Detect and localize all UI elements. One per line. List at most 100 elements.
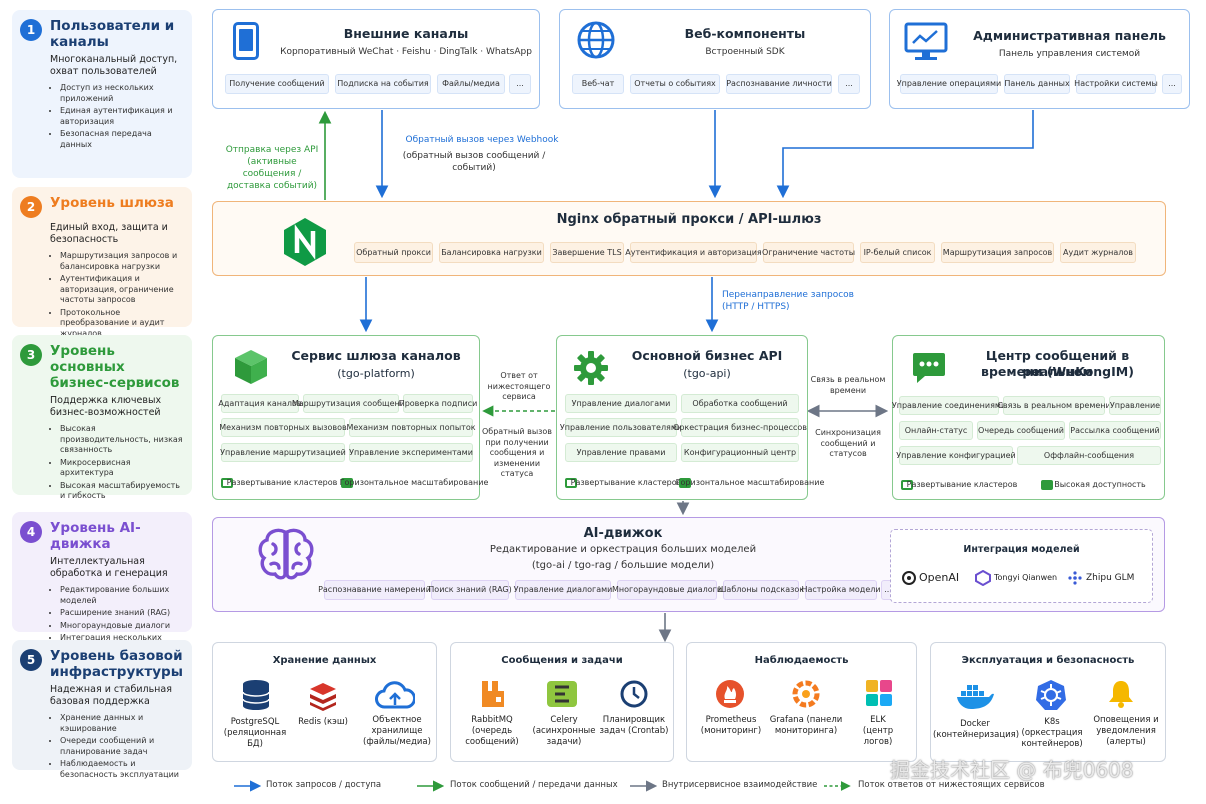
- nginx-icon: [284, 218, 326, 266]
- layer-bullet: Протокольное преобразование и аудит журн…: [60, 308, 184, 340]
- chip: Завершение TLS: [550, 242, 624, 263]
- chat-bubble-icon: [913, 353, 945, 383]
- infra-title: Эксплуатация и безопасность: [961, 655, 1135, 666]
- bell-icon: [1109, 681, 1133, 708]
- chip: Связь в реальном времени: [997, 396, 1111, 415]
- platform-foot-scale: Горизонтальное масштабирование: [339, 478, 489, 487]
- chip: Оффлайн-сообщения: [1017, 446, 1161, 465]
- infra-item: Docker (контейнеризация): [933, 719, 1020, 740]
- chip: Настройка модели: [801, 580, 881, 600]
- chip: Управление операциями: [897, 74, 1001, 94]
- layer-bullet: Многораундовые диалоги: [60, 621, 184, 632]
- platform-sub: (tgo-platform): [337, 367, 415, 380]
- chip: Шаблоны подсказок: [718, 580, 804, 600]
- chip: Аутентификация и авторизация: [625, 242, 762, 263]
- docker-icon: [957, 685, 994, 709]
- zhipu-icon: [1068, 571, 1082, 585]
- chip: Обработка сообщений: [681, 394, 799, 413]
- infra-item: PostgreSQL (реляционная БД): [223, 717, 287, 749]
- infra-title: Хранение данных: [272, 655, 377, 666]
- legend-lines: [234, 780, 851, 792]
- chip: Получение сообщений: [225, 74, 329, 94]
- ai-title: AI-движок: [583, 526, 663, 541]
- legend-response: Поток ответов от нижестоящих сервисов: [858, 780, 1045, 790]
- im-title2: времени (WuKongIM): [981, 364, 1134, 379]
- chip: Управление конфигурацией: [896, 446, 1016, 465]
- grafana-icon: [792, 680, 820, 708]
- infra-title: Наблюдаемость: [754, 655, 849, 666]
- chip: Аудит журналов: [1060, 242, 1136, 263]
- legend-message: Поток сообщений / передачи данных: [450, 780, 618, 790]
- ai-engine-box: AI-движок Редактирование и оркестрация б…: [212, 517, 1165, 612]
- redirect-label: Перенаправление запросов (HTTP / HTTPS): [722, 290, 854, 312]
- chip: Веб-чат: [572, 74, 624, 94]
- gear-icon: [574, 351, 608, 385]
- ext-sub: Корпоративный WeChat · Feishu · DingTalk…: [280, 47, 532, 57]
- core-api-box: Основной бизнес API (tgo-api) Управление…: [556, 335, 825, 500]
- layer-bullet: Аутентификация и авторизация, ограничени…: [60, 274, 184, 306]
- chip: Онлайн-статус: [899, 421, 973, 440]
- layer-bullet: Микросервисная архитектура: [60, 458, 184, 479]
- dashboard-monitor-icon: [904, 22, 948, 60]
- layer-bullets: Маршрутизация запросов и балансировка на…: [50, 251, 184, 339]
- chip: Очередь сообщений: [977, 421, 1065, 440]
- prometheus-icon: [716, 680, 744, 708]
- chip: Маршрутизация запросов: [941, 242, 1054, 263]
- watermark: 掘金技术社区 @ 布兜0608: [890, 758, 1134, 782]
- layer-number-badge: 1: [20, 19, 42, 41]
- layer-bullet: Высокая производительность, низкая связа…: [60, 424, 184, 456]
- layer-number-badge: 5: [20, 649, 42, 671]
- elk-icon: [866, 680, 892, 706]
- chip: Механизм повторных попыток: [346, 418, 476, 437]
- platform-service-box: Сервис шлюза каналов (tgo-platform) Адап…: [212, 335, 489, 500]
- chip: Конфигурационный центр: [681, 443, 799, 462]
- legend-internal: Внутрисервисное взаимодействие: [662, 780, 818, 790]
- chip: Механизм повторных вызовов: [219, 418, 347, 437]
- chip: Управление экспериментами: [349, 443, 473, 462]
- openai-icon: [902, 571, 916, 585]
- layer-title: Уровень основных бизнес-сервисов: [50, 343, 180, 391]
- im-foot-ha: Высокая доступность: [1054, 480, 1146, 489]
- api-sub: (tgo-api): [683, 367, 731, 380]
- cluster-icon: [221, 478, 233, 488]
- chip: Отчеты о событиях: [630, 74, 720, 94]
- infra-observability-box: Наблюдаемость Prometheus (мониторинг) Gr…: [686, 642, 917, 762]
- scale-icon: [341, 478, 353, 488]
- api-foot-scale: Горизонтальное масштабирование: [675, 478, 825, 487]
- scale-icon: [679, 478, 691, 488]
- rabbitmq-icon: [482, 681, 504, 707]
- layer-desc: Многоканальный доступ, охват пользовател…: [50, 54, 178, 77]
- layer-bullet: Единая аутентификация и авторизация: [60, 106, 184, 127]
- layer-bullet: Очереди сообщений и планирование задач: [60, 736, 184, 757]
- chip: Адаптация каналов: [218, 394, 302, 413]
- chip: Обратный прокси: [354, 242, 433, 263]
- infra-item: RabbitMQ (очередь сообщений): [465, 715, 519, 747]
- availability-icon: [1041, 480, 1053, 490]
- layer-desc: Поддержка ключевых бизнес-возможностей: [50, 395, 162, 418]
- chip: Управление диалогами: [514, 580, 612, 600]
- chip: Проверка подписи: [399, 394, 477, 413]
- infra-item: Оповещения и уведомления (алерты): [1093, 715, 1159, 747]
- api-send-label: Отправка через API (активные сообщения /…: [225, 145, 319, 191]
- admin-title: Административная панель: [973, 28, 1166, 43]
- chip: Управление маршрутизацией: [220, 443, 346, 462]
- layer-title: Уровень AI-движка: [50, 520, 141, 552]
- web-sub: Встроенный SDK: [705, 47, 785, 57]
- cloud-storage-icon: [375, 681, 415, 709]
- chip: Поиск знаний (RAG): [428, 580, 512, 600]
- im-foot-cluster: Развертывание кластеров: [906, 480, 1018, 489]
- legend-request: Поток запросов / доступа: [266, 780, 382, 790]
- platform-foot-cluster: Развертывание кластеров: [226, 478, 338, 487]
- infra-item: Планировщик задач (Crontab): [599, 715, 669, 736]
- layer-number-badge: 3: [20, 344, 42, 366]
- chip: Распознавание намерений: [318, 580, 431, 600]
- ai-sub1: Редактирование и оркестрация больших мод…: [489, 544, 757, 555]
- chip: Файлы/медиа: [437, 74, 505, 94]
- webhook-label: Обратный вызов через Webhook: [405, 135, 559, 145]
- tongyi-icon: [975, 570, 991, 586]
- admin-sub: Панель управления системой: [998, 49, 1141, 59]
